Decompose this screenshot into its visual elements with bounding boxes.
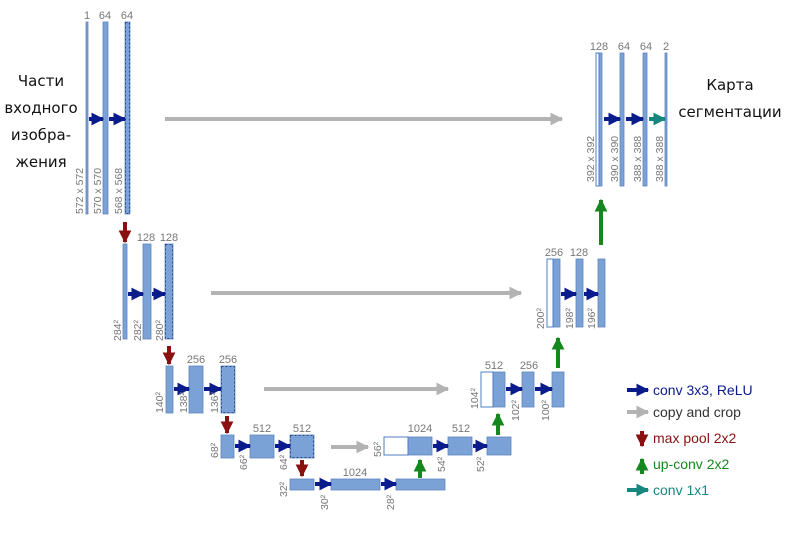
crop-outline bbox=[165, 244, 173, 339]
feature-map bbox=[395, 478, 446, 491]
feature-map bbox=[330, 478, 381, 491]
spatial-size: 52² bbox=[475, 456, 487, 472]
feature-map bbox=[249, 434, 275, 459]
spatial-size: 568 x 568 bbox=[113, 168, 125, 214]
feature-map bbox=[165, 365, 174, 414]
feature-map bbox=[597, 258, 606, 328]
spatial-size: 102² bbox=[510, 399, 522, 421]
legend-label: max pool 2x2 bbox=[653, 430, 736, 446]
feature-map bbox=[486, 436, 512, 456]
channel-count: 512 bbox=[253, 423, 271, 435]
legend-label: conv 3x3, ReLU bbox=[653, 382, 753, 398]
spatial-size: 390 x 390 bbox=[609, 136, 621, 182]
spatial-size: 280² bbox=[154, 319, 166, 341]
channel-count: 512 bbox=[485, 360, 503, 372]
channel-count: 128 bbox=[137, 232, 155, 244]
feature-map bbox=[551, 371, 565, 408]
feature-map bbox=[188, 365, 204, 414]
spatial-size: 138² bbox=[178, 391, 190, 413]
channel-count: 256 bbox=[219, 354, 237, 366]
spatial-size: 100² bbox=[540, 399, 552, 421]
feature-map bbox=[289, 478, 315, 491]
channel-count: 1024 bbox=[343, 467, 367, 479]
input-label-line: входного bbox=[4, 99, 78, 117]
channel-count: 64 bbox=[121, 10, 133, 22]
input-label-line: жения bbox=[15, 153, 67, 171]
feature-map bbox=[492, 371, 506, 408]
feature-map bbox=[122, 243, 128, 340]
crop-outline bbox=[125, 22, 130, 214]
feature-map bbox=[552, 258, 561, 328]
channel-count: 256 bbox=[187, 354, 205, 366]
feature-map bbox=[407, 436, 433, 456]
channel-count: 512 bbox=[452, 423, 470, 435]
copied-feature-map bbox=[383, 436, 409, 456]
spatial-size: 30² bbox=[319, 494, 331, 510]
channel-count: 64 bbox=[618, 41, 630, 53]
feature-map bbox=[142, 243, 152, 340]
spatial-size: 54² bbox=[436, 456, 448, 472]
legend-label: up-conv 2x2 bbox=[653, 456, 729, 472]
output-label-line: сегментации bbox=[678, 103, 782, 121]
spatial-size: 66² bbox=[238, 454, 250, 470]
channel-count: 128 bbox=[590, 41, 608, 53]
spatial-size: 68² bbox=[209, 442, 221, 458]
spatial-size: 140² bbox=[154, 391, 166, 413]
input-image-label: Части входного изобра- жения bbox=[0, 68, 82, 176]
spatial-size: 570 x 570 bbox=[92, 168, 104, 214]
feature-map bbox=[164, 243, 174, 340]
spatial-size: 28² bbox=[385, 494, 397, 510]
spatial-size: 572 x 572 bbox=[74, 168, 86, 214]
spatial-size: 284² bbox=[112, 319, 124, 341]
channel-count: 64 bbox=[640, 41, 652, 53]
channel-count: 2 bbox=[663, 41, 669, 53]
channel-count: 256 bbox=[520, 360, 538, 372]
input-label-line: Части bbox=[17, 72, 65, 90]
feature-map bbox=[521, 371, 535, 408]
input-label-line: изобра- bbox=[10, 126, 72, 144]
copied-feature-map bbox=[546, 258, 554, 328]
channel-count: 128 bbox=[160, 232, 178, 244]
channel-count: 1 bbox=[84, 10, 90, 22]
channel-count: 512 bbox=[293, 423, 311, 435]
spatial-size: 388 x 388 bbox=[654, 136, 666, 182]
copied-feature-map bbox=[480, 371, 494, 408]
channel-count: 1024 bbox=[408, 423, 432, 435]
feature-map bbox=[85, 21, 89, 215]
spatial-size: 388 x 388 bbox=[632, 136, 644, 182]
feature-map bbox=[447, 436, 473, 456]
spatial-size: 136² bbox=[209, 391, 221, 413]
channel-count: 128 bbox=[570, 247, 588, 259]
channel-count: 64 bbox=[99, 10, 111, 22]
spatial-size: 282² bbox=[132, 319, 144, 341]
spatial-size: 392 x 392 bbox=[585, 136, 597, 182]
crop-outline bbox=[290, 435, 314, 458]
feature-map bbox=[220, 365, 236, 414]
channel-count: 256 bbox=[545, 247, 563, 259]
feature-map bbox=[575, 258, 584, 328]
legend-label: conv 1x1 bbox=[653, 482, 709, 498]
spatial-size: 56² bbox=[372, 441, 384, 457]
spatial-size: 64² bbox=[278, 454, 290, 470]
spatial-size: 104² bbox=[469, 387, 481, 409]
legend-label: copy and crop bbox=[653, 404, 741, 420]
spatial-size: 200² bbox=[535, 307, 547, 329]
feature-map bbox=[289, 434, 315, 459]
feature-map bbox=[220, 434, 235, 459]
crop-outline bbox=[221, 366, 235, 413]
spatial-size: 196² bbox=[586, 307, 598, 329]
spatial-size: 198² bbox=[564, 307, 576, 329]
output-label-line: Карта bbox=[706, 76, 754, 94]
copied-feature-map bbox=[595, 52, 600, 187]
segmentation-map-label: Карта сегментации bbox=[668, 72, 792, 126]
spatial-size: 32² bbox=[278, 481, 290, 497]
